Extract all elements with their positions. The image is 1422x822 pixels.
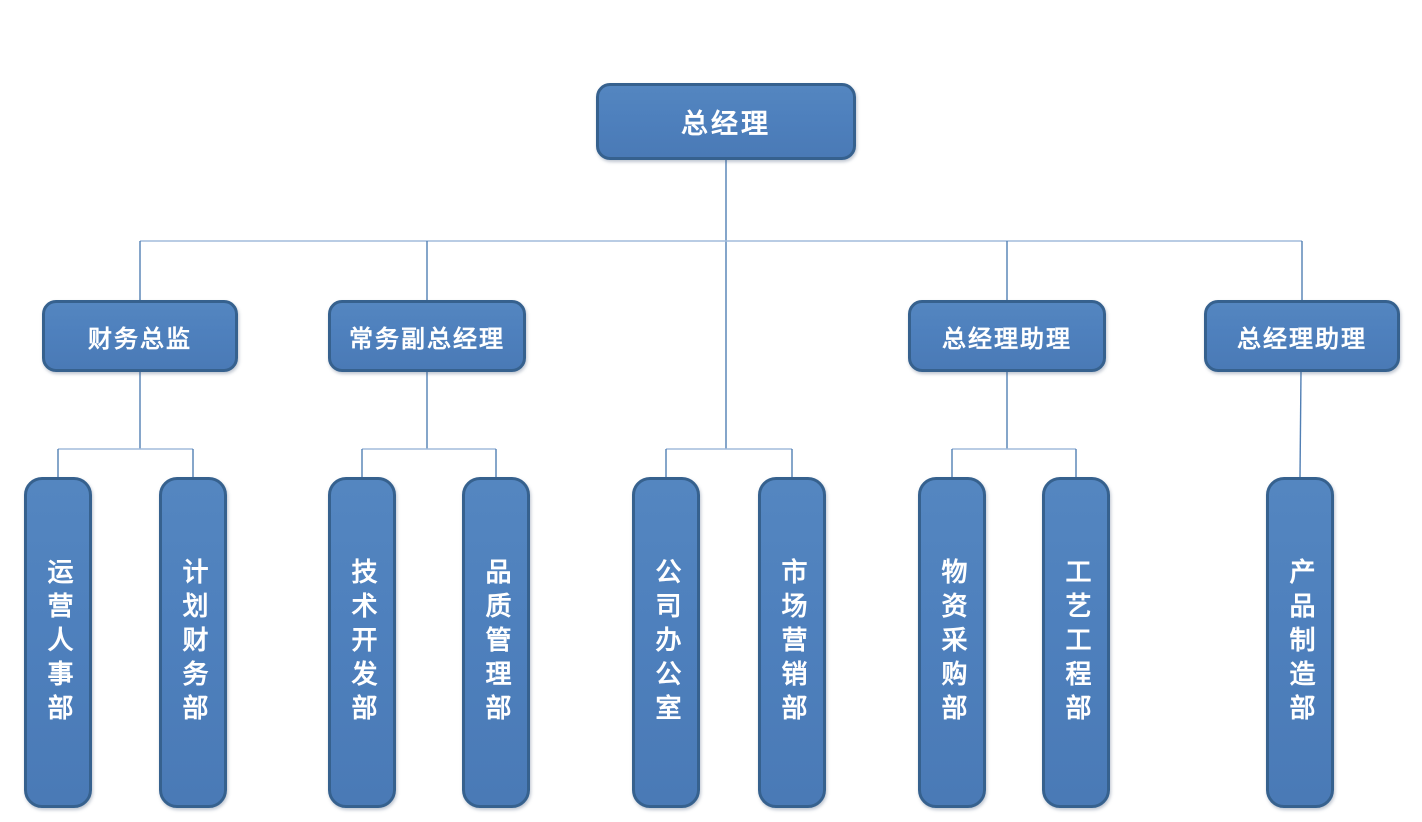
node-finance-director: 财务总监 — [42, 300, 238, 372]
node-label: 品质管理部 — [482, 557, 511, 728]
node-label: 运营人事部 — [44, 557, 73, 728]
node-material-procurement-dept: 物资采购部 — [918, 477, 986, 808]
node-quality-management-dept: 品质管理部 — [462, 477, 530, 808]
node-label: 计划财务部 — [179, 557, 208, 728]
node-marketing-dept: 市场营销部 — [758, 477, 826, 808]
node-label: 总经理助理 — [1237, 326, 1367, 353]
node-planning-finance-dept: 计划财务部 — [159, 477, 227, 808]
node-gm-assistant-1: 总经理助理 — [908, 300, 1106, 372]
node-executive-deputy-gm: 常务副总经理 — [328, 300, 526, 372]
node-label: 财务总监 — [88, 326, 192, 353]
node-product-manufacturing-dept: 产品制造部 — [1266, 477, 1334, 808]
node-label: 技术开发部 — [348, 557, 377, 728]
node-label: 总经理 — [681, 109, 771, 139]
node-label: 市场营销部 — [778, 557, 807, 728]
node-label: 常务副总经理 — [349, 326, 505, 353]
node-label: 公司办公室 — [652, 557, 681, 728]
node-general-manager: 总经理 — [596, 83, 856, 160]
connector-line — [1299, 371, 1302, 478]
node-process-engineering-dept: 工艺工程部 — [1042, 477, 1110, 808]
node-label: 总经理助理 — [942, 326, 1072, 353]
node-label: 产品制造部 — [1286, 557, 1315, 728]
node-company-office: 公司办公室 — [632, 477, 700, 808]
node-label: 工艺工程部 — [1062, 557, 1091, 728]
node-tech-development-dept: 技术开发部 — [328, 477, 396, 808]
node-label: 物资采购部 — [938, 557, 967, 728]
node-gm-assistant-2: 总经理助理 — [1204, 300, 1400, 372]
node-operations-hr-dept: 运营人事部 — [24, 477, 92, 808]
